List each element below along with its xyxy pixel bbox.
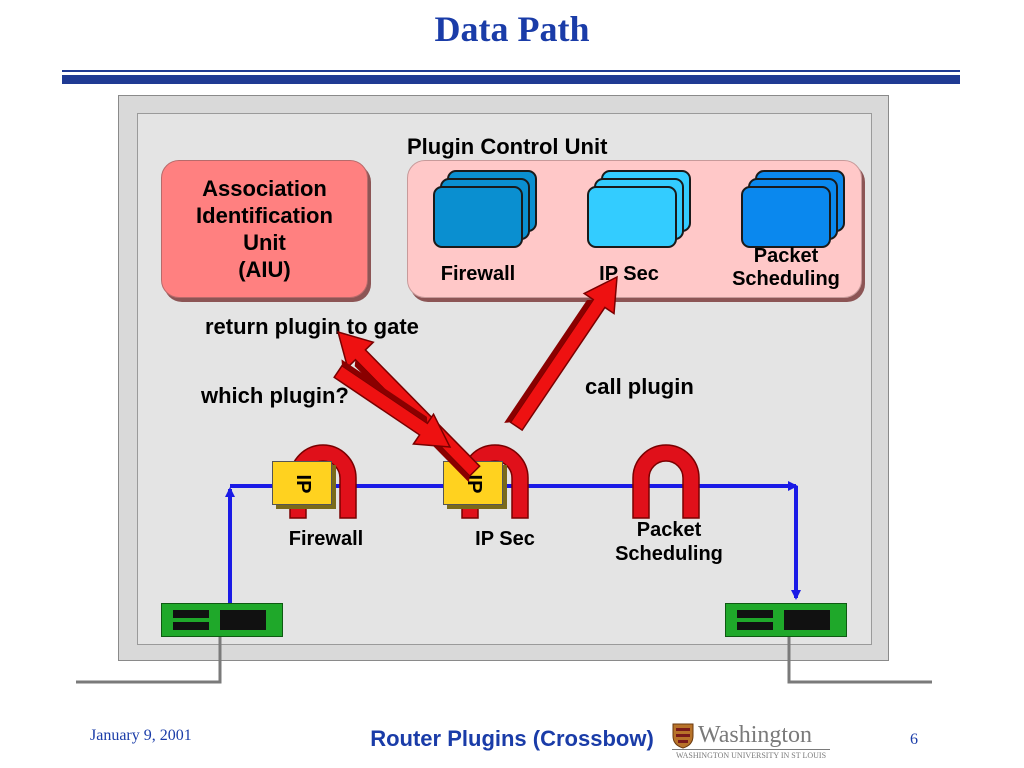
plugin-stack-firewall [433, 170, 543, 250]
footer-title: Router Plugins (Crossbow) [370, 726, 654, 751]
plugin-label-packet-scheduling: Packet Scheduling [724, 245, 848, 291]
university-logo-name: Washington [698, 722, 813, 748]
university-shield-icon [672, 723, 694, 749]
port-slot [173, 610, 209, 618]
gate-label-packet-scheduling: Packet Scheduling [603, 518, 735, 566]
call-plugin-arrow [504, 275, 618, 432]
aiu-label: Association Identification Unit (AIU) [161, 175, 368, 283]
aiu-line-2: Identification [196, 203, 333, 228]
gate-firewall-ip-tag: IP [272, 461, 332, 505]
plugin-label-firewall: Firewall [440, 263, 516, 285]
plugin-stack-packet-scheduling [741, 170, 851, 250]
call-plugin-label: call plugin [585, 374, 694, 399]
plugin-card [741, 186, 831, 248]
aiu-line-4: (AIU) [238, 257, 291, 282]
aiu-line-1: Association [202, 176, 327, 201]
plugin-stack-ipsec [587, 170, 697, 250]
port-chip [220, 610, 266, 630]
port-chip [784, 610, 830, 630]
return-plugin-arrow [336, 330, 481, 483]
slide-title: Data Path [434, 9, 590, 49]
plugin-label-line-2: Scheduling [732, 268, 840, 290]
title-rule-thin [62, 70, 960, 72]
gate-label-line-1: Packet [636, 519, 702, 541]
plugin-label-line-1: Packet [753, 245, 819, 267]
plugin-card [433, 186, 523, 248]
port-slot [173, 622, 209, 630]
which-plugin-label: which plugin? [201, 383, 349, 408]
title-rule-thick [62, 75, 960, 84]
pcu-title: Plugin Control Unit [407, 134, 608, 159]
aiu-line-3: Unit [243, 230, 286, 255]
port-slot [737, 622, 773, 630]
input-port-card [161, 603, 283, 637]
university-logo-subtitle: WASHINGTON UNIVERSITY IN ST LOUIS [672, 749, 830, 760]
plugin-card [587, 186, 677, 248]
aiu-box [161, 160, 368, 298]
gate-label-line-2: Scheduling [615, 543, 723, 565]
gate-label-ipsec: IP Sec [475, 528, 535, 550]
which-plugin-arrow [333, 359, 452, 448]
output-port-card [725, 603, 847, 637]
page-number: 6 [910, 731, 918, 748]
port-slot [737, 610, 773, 618]
output-link [787, 636, 932, 684]
footer-date: January 9, 2001 [90, 727, 192, 744]
input-link [76, 636, 222, 684]
gate-packet-scheduling-arch [632, 444, 700, 519]
return-plugin-label: return plugin to gate [205, 314, 419, 339]
gate-label-firewall: Firewall [288, 528, 364, 550]
